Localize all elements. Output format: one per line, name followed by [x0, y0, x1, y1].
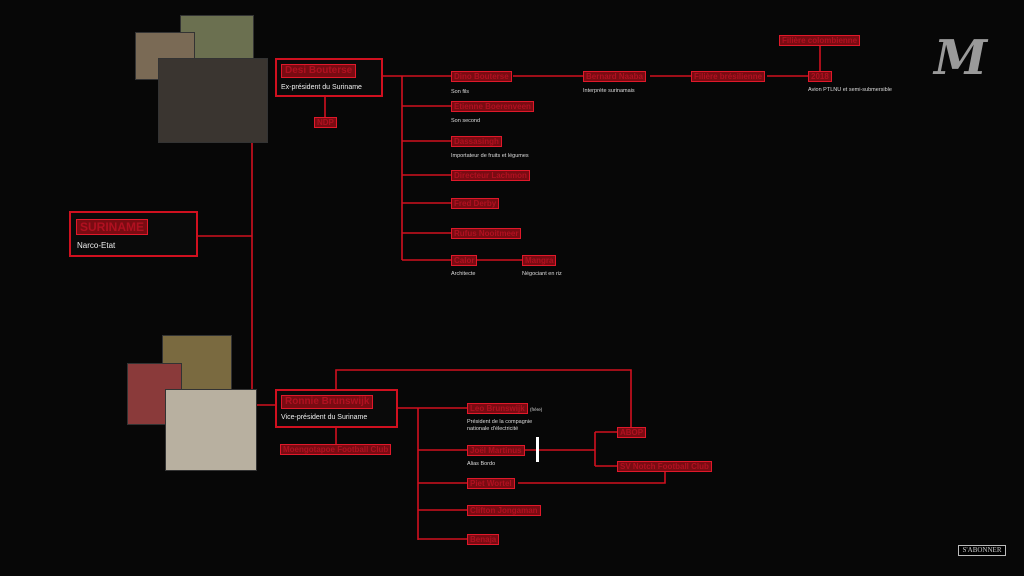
- node-ronnie-role: Vice-président du Suriname: [281, 414, 368, 421]
- node-desi-bouterse[interactable]: Desi Bouterse Ex-président du Suriname: [275, 58, 383, 97]
- node-suriname-title: SURINAME: [76, 219, 149, 235]
- note-dassasingh: Importateur de fruits et légumes: [451, 153, 529, 159]
- node-filiere-bresilienne[interactable]: Filière brésilienne: [691, 71, 766, 82]
- note-mangra: Négociant en riz: [522, 271, 562, 277]
- note-etienne: Son second: [451, 118, 481, 124]
- note-leo-2: nationale d'électricité: [467, 426, 519, 432]
- node-mangra[interactable]: Mangra: [522, 255, 557, 266]
- node-moengotapoe-fc[interactable]: Moengotapoe Football Club: [280, 444, 392, 455]
- node-etienne-boerenveen[interactable]: Etienne Boerenveen: [451, 101, 534, 112]
- node-piet-wortel[interactable]: Piet Wortel: [467, 478, 515, 489]
- node-suriname[interactable]: SURINAME Narco-Etat: [69, 211, 198, 257]
- note-leo-tag: (frère): [530, 407, 543, 412]
- node-sv-notch-fc[interactable]: SV Notch Football Club: [617, 461, 712, 472]
- node-dassasingh[interactable]: Dassasingh: [451, 136, 502, 147]
- node-abop[interactable]: ABOP: [617, 427, 647, 438]
- node-filiere-colombienne[interactable]: Filière colombienne: [779, 35, 861, 46]
- node-rufus-nooitmeer[interactable]: Rufus Nooitmeer: [451, 228, 522, 239]
- node-desi-role: Ex-président du Suriname: [281, 84, 362, 91]
- node-fred-derby[interactable]: Fred Derby: [451, 198, 500, 209]
- node-calor[interactable]: Calor: [451, 255, 478, 266]
- node-directeur-lachmon[interactable]: Directeur Lachmon: [451, 170, 530, 181]
- node-bernard-naaba[interactable]: Bernard Naaba: [583, 71, 646, 82]
- text-cursor: [536, 437, 539, 462]
- node-benaja[interactable]: Benaja: [467, 534, 500, 545]
- node-ronnie-brunswijk[interactable]: Ronnie Brunswijk Vice-président du Surin…: [275, 389, 398, 428]
- photo-desi-bouterse: [158, 58, 268, 143]
- node-2018[interactable]: 2018: [808, 71, 832, 82]
- node-ndp[interactable]: NDP: [314, 117, 337, 128]
- node-suriname-subtitle: Narco-Etat: [77, 241, 116, 250]
- le-monde-logo: M: [934, 30, 988, 86]
- note-dino: Son fils: [451, 89, 470, 95]
- node-joel-martinus[interactable]: Joël Martinus: [467, 445, 525, 456]
- note-leo-1: Président de la compagnie: [467, 419, 533, 425]
- node-clifton-jongaman[interactable]: Clifton Jongaman: [467, 505, 541, 516]
- note-bernard: Interprète surinamais: [583, 88, 635, 94]
- node-dino-bouterse[interactable]: Dino Bouterse: [451, 71, 512, 82]
- node-ronnie-name: Ronnie Brunswijk: [281, 395, 374, 409]
- photo-ronnie-brunswijk: [165, 389, 257, 471]
- note-joel: Alias Bordo: [467, 461, 496, 467]
- subscribe-button[interactable]: S'ABONNER: [958, 545, 1006, 556]
- node-desi-name: Desi Bouterse: [281, 64, 357, 78]
- note-calor: Architecte: [451, 271, 476, 277]
- node-leo-brunswijk[interactable]: Leo Brunswijk: [467, 403, 528, 414]
- note-2018: Avion PTLNU et semi-submersible: [808, 87, 892, 93]
